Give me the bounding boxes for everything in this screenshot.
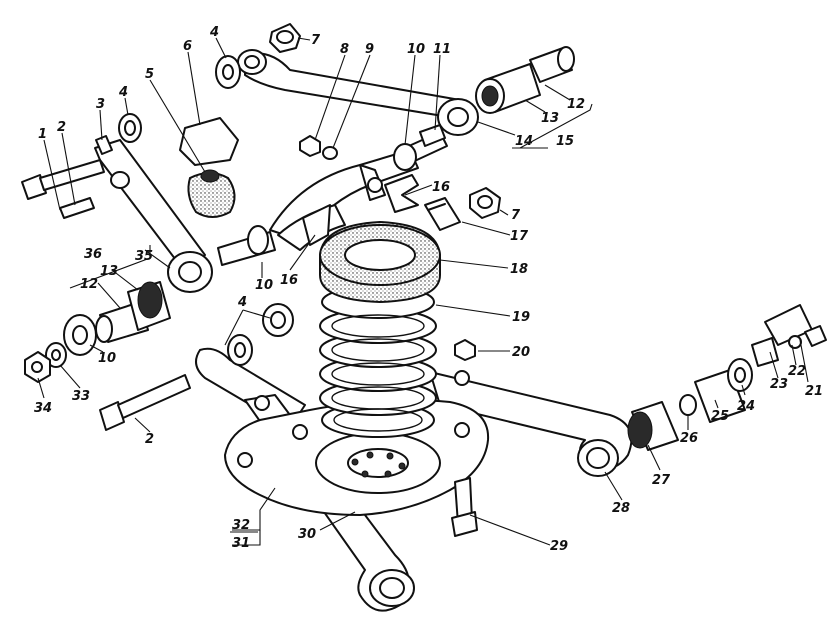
callout-2: 2	[145, 432, 154, 447]
right-hardware	[227, 187, 501, 537]
callout-27: 27	[652, 473, 671, 488]
callout-7: 7	[311, 33, 321, 48]
callout-12: 12	[567, 97, 585, 112]
callout-30: 30	[298, 527, 316, 542]
callout-14: 14	[515, 134, 533, 149]
callout-22: 22	[788, 364, 806, 379]
callout-16: 16	[280, 273, 298, 288]
callout-26: 26	[680, 431, 698, 446]
callout-17: 17	[510, 229, 529, 244]
callout-4: 4	[209, 25, 219, 40]
callout-25: 25	[711, 409, 729, 424]
left-bushing-stack	[24, 281, 191, 431]
callout-10: 10	[255, 278, 273, 293]
callout-33: 33	[72, 389, 90, 404]
callout-34: 34	[34, 401, 52, 416]
callout-13: 13	[541, 111, 559, 126]
callout-13: 13	[100, 264, 118, 279]
callout-32: 32	[232, 518, 250, 533]
callout-18: 18	[510, 262, 528, 277]
callout-12: 12	[80, 277, 98, 292]
callout-28: 28	[612, 501, 630, 516]
right-bushing-stack	[627, 304, 827, 451]
callout-1: 1	[38, 127, 47, 142]
callout-24: 24	[737, 399, 755, 414]
callout-16: 16	[432, 180, 450, 195]
callout-4: 4	[237, 295, 247, 310]
left-strut-arm	[21, 113, 239, 293]
callouts: 1 2 2 3 4 4 4 5 6 7 7 8 9 10 10 10 11 12…	[34, 25, 823, 554]
callout-3: 3	[96, 97, 105, 112]
callout-2: 2	[57, 120, 66, 135]
callout-21: 21	[805, 384, 823, 399]
callout-10: 10	[98, 351, 116, 366]
callout-20: 20	[512, 345, 530, 360]
callout-36: 36	[84, 247, 102, 262]
callout-7: 7	[511, 208, 521, 223]
callout-31: 31	[232, 536, 250, 551]
coil-spring	[319, 285, 437, 438]
callout-5: 5	[145, 67, 154, 82]
callout-19: 19	[512, 310, 530, 325]
upper-strut-rod	[215, 23, 575, 160]
callout-29: 29	[550, 539, 568, 554]
callout-10: 10	[407, 42, 425, 57]
callout-8: 8	[340, 42, 349, 57]
callout-11: 11	[433, 42, 451, 57]
group-brackets	[230, 147, 548, 533]
callout-35: 35	[135, 249, 153, 264]
spring-insulator-pad	[319, 220, 441, 304]
callout-4: 4	[118, 85, 128, 100]
upper-control-arm	[217, 131, 448, 266]
leader-lines	[37, 37, 809, 546]
callout-9: 9	[365, 42, 374, 57]
callout-15: 15	[556, 134, 574, 149]
callout-6: 6	[183, 39, 192, 54]
callout-23: 23	[770, 377, 788, 392]
